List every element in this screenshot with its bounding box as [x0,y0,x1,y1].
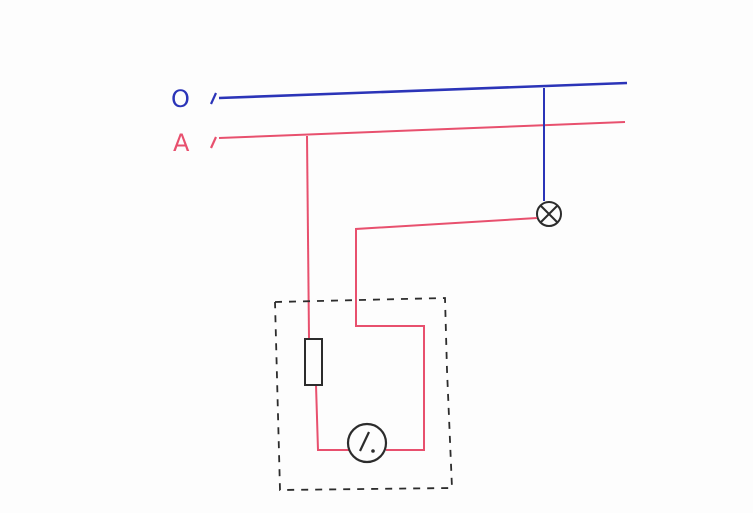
lamp-return-wire [355,217,538,451]
neutral-terminal-mark [209,92,218,105]
phase-terminal-mark [209,136,218,149]
phase-line [218,121,626,139]
lamp-icon [536,201,562,227]
neutral-line [218,81,628,100]
phase-label: A [173,129,190,157]
switch-icon [346,422,388,464]
fuse-to-switch-wire [315,384,349,451]
neutral-label: O [171,85,190,113]
enclosure-box [274,297,453,491]
fuse-icon [304,338,323,386]
phase-drop-wire [306,135,310,339]
